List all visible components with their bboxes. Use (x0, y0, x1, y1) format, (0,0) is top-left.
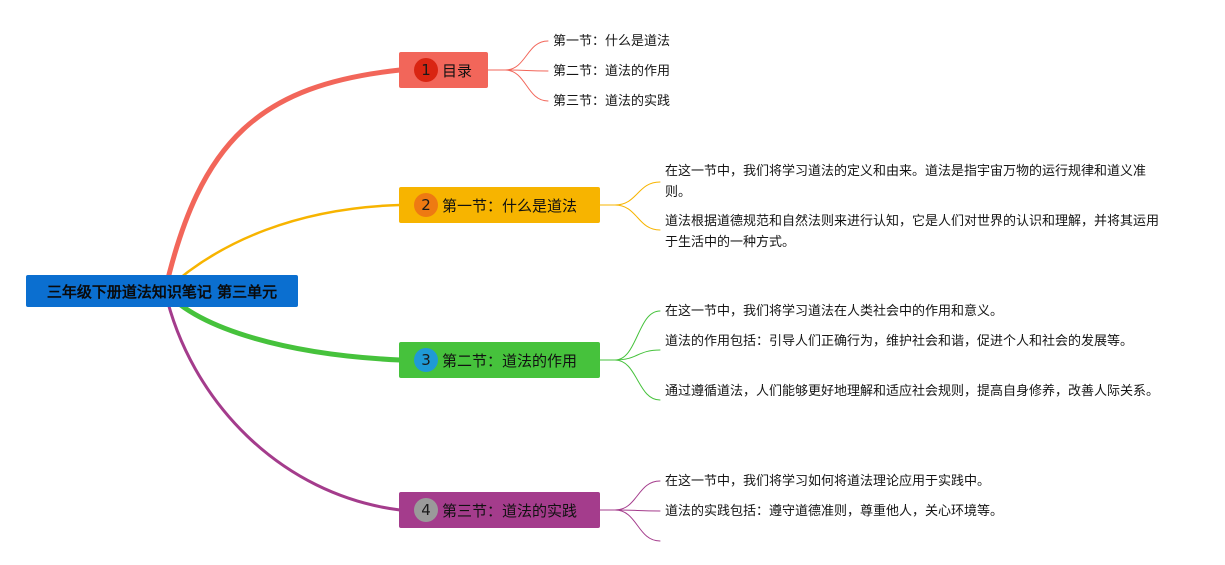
leaf-topic[interactable]: 道法的作用包括：引导人们正确行为，维护社会和谐，促进个人和社会的发展等。 (665, 334, 1134, 349)
connector-line (504, 40, 549, 71)
branch-label: 目录 (442, 61, 473, 80)
connector-line (614, 204, 661, 231)
leaf-topic[interactable]: 第三节：道法的实践 (553, 94, 671, 109)
leaf-topic[interactable]: 在这一节中，我们将学习道法在人类社会中的作用和意义。 (665, 304, 1004, 319)
number-badge-icon: 4 (414, 498, 438, 522)
leaf-topic[interactable]: 道法根据道德规范和自然法则来进行认知，它是人们对世界的认识和理解，并将其运用于生… (665, 214, 1160, 250)
leaf-topic[interactable]: 道法的实践包括：遵守道德准则，尊重他人，关心环境等。 (665, 504, 1004, 519)
connector-line (614, 359, 661, 401)
leaf-topic[interactable]: 第二节：道法的作用 (553, 64, 671, 79)
connector-line (163, 203, 402, 293)
branch-label: 第三节：道法的实践 (442, 501, 578, 520)
connector-line (504, 69, 549, 72)
branch-label: 第一节：什么是道法 (442, 196, 578, 215)
connector-line (614, 310, 661, 361)
root-topic-label: 三年级下册道法知识笔记 第三单元 (46, 282, 278, 301)
connector-line (614, 349, 661, 361)
branch-topic-contents[interactable]: 1 目录 (399, 52, 488, 88)
connector-line (504, 69, 549, 102)
leaf-topic[interactable]: 在这一节中，我们将学习如何将道法理论应用于实践中。 (665, 474, 991, 489)
number-badge-icon: 3 (414, 348, 438, 372)
connector-line (614, 509, 661, 512)
number-badge-icon: 2 (414, 193, 438, 217)
connector-line (163, 289, 402, 512)
leaf-topic[interactable]: 在这一节中，我们将学习道法的定义和由来。道法是指宇宙万物的运行规律和道义准则。 (665, 164, 1147, 200)
branch-label: 第二节：道法的作用 (442, 351, 578, 370)
leaf-topic[interactable]: 通过遵循道法，人们能够更好地理解和适应社会规则，提高自身修养，改善人际关系。 (665, 384, 1160, 399)
leaf-topic[interactable]: 第一节：什么是道法 (553, 34, 671, 49)
connector-line (614, 509, 661, 542)
root-topic[interactable]: 三年级下册道法知识笔记 第三单元 (26, 275, 298, 307)
connector-line (614, 181, 661, 206)
branch-topic-section-3[interactable]: 4 第三节：道法的实践 (399, 492, 600, 528)
branch-topic-section-2[interactable]: 3 第二节：道法的作用 (399, 342, 600, 378)
number-badge-icon: 1 (414, 58, 438, 82)
connector-line (162, 67, 403, 294)
branch-topic-section-1[interactable]: 2 第一节：什么是道法 (399, 187, 600, 223)
connector-line (614, 480, 661, 511)
